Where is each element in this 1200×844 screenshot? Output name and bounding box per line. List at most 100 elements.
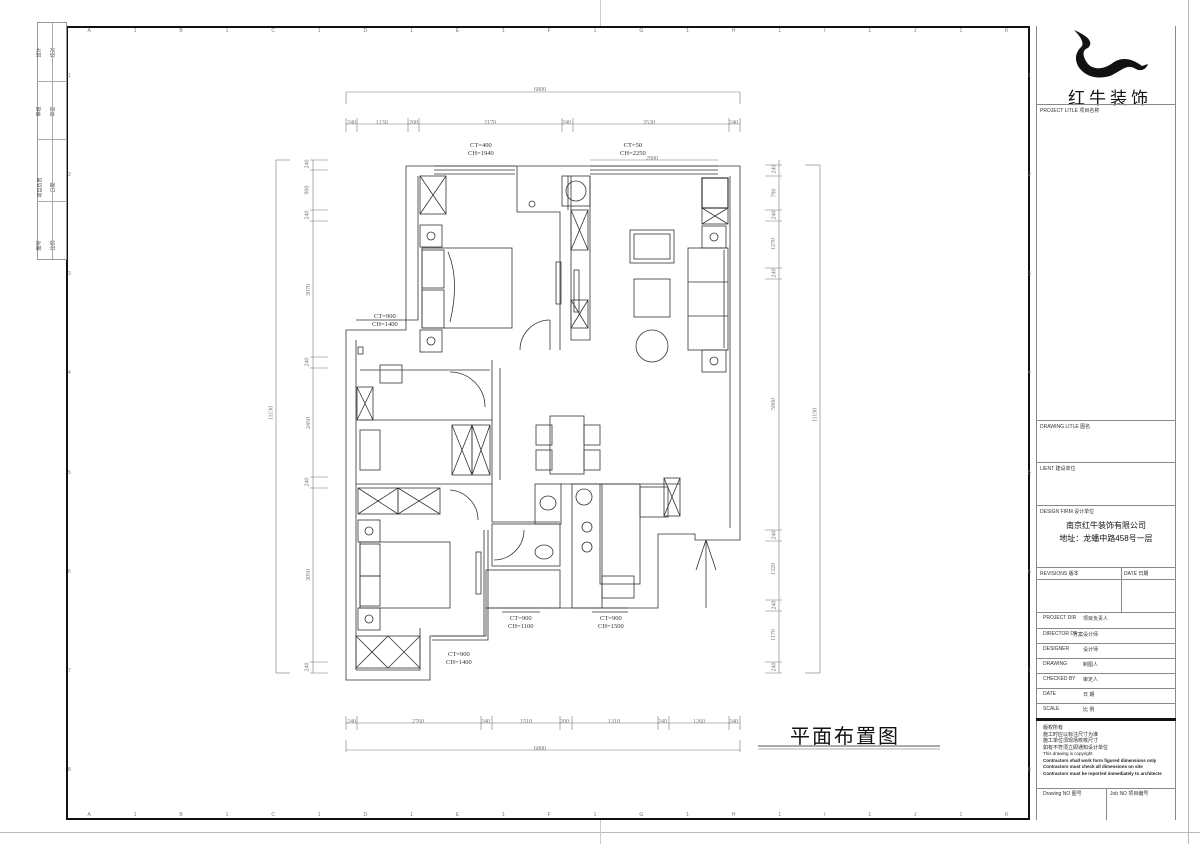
- drawing-label: DRAWING: [1043, 661, 1067, 667]
- window-note-bedroom2: CT=900 CH=1400: [446, 651, 472, 667]
- legal-line: 施工时应以标注尺寸为准: [1043, 731, 1099, 738]
- divider: [1036, 688, 1176, 689]
- grid-label: 2: [68, 171, 71, 178]
- grid-label: 8: [68, 767, 71, 774]
- grid-label: J: [914, 28, 917, 34]
- note-line: CH=2250: [620, 150, 646, 157]
- bull-logo-icon: [1074, 30, 1148, 78]
- dim-label: 1130: [376, 120, 388, 126]
- job-no-label: Job NO 项目编号: [1110, 791, 1149, 797]
- note-line: CH=1400: [446, 659, 472, 666]
- signature-label: 校对: [50, 47, 57, 58]
- grid-label: J: [914, 812, 917, 818]
- dim-label: 240: [729, 120, 738, 126]
- revisions-label: REVISIONS 版本: [1040, 571, 1079, 577]
- date-label: DATE: [1043, 691, 1056, 697]
- sheet-trim-line: [1188, 0, 1189, 844]
- drawing-title-label: DRAWING LITLE 图名: [1040, 424, 1091, 430]
- firm-address: 地址：龙蟠中路458号一层: [1059, 534, 1153, 543]
- legal-notes: 版权所有 施工时应以标注尺寸为准 施工单位须现场校核尺寸 如有不符须立即通知设计…: [1043, 725, 1162, 777]
- dim-label: 240: [304, 159, 311, 169]
- grid-label: 6: [1028, 568, 1031, 575]
- divider: [52, 23, 53, 259]
- grid-label: 1: [959, 28, 963, 34]
- signature-label: 图号: [36, 240, 43, 251]
- legal-line: Contractors shall work form figured dime…: [1043, 757, 1157, 763]
- grid-label: 5: [1028, 469, 1031, 476]
- designer-value: 设计师: [1083, 647, 1099, 653]
- grid-label: 8: [1028, 767, 1031, 774]
- dim-label: 240: [304, 662, 311, 672]
- legal-line: 施工单位须现场校核尺寸: [1043, 738, 1099, 744]
- grid-rows-right: 1 2 3 4 5 6 7 8: [1028, 26, 1031, 820]
- dim-label: 2760: [412, 719, 424, 725]
- dim-label: 1320: [771, 563, 777, 575]
- dim-label: 240: [304, 477, 311, 487]
- designer-label: DESIGNER: [1043, 646, 1070, 652]
- grid-label: G: [639, 812, 644, 818]
- divider: [1036, 673, 1176, 674]
- window-note-bath: CT=900 CH=1100: [508, 615, 533, 631]
- dim-left-total: 11130: [268, 405, 275, 421]
- dim-label: 200: [409, 120, 418, 126]
- divider: [1036, 579, 1176, 580]
- dim-label: 240: [729, 719, 738, 725]
- divider: [1036, 420, 1176, 421]
- dim-label: 240: [771, 530, 778, 540]
- dim-label: 240: [481, 719, 490, 725]
- dim-label: 3070: [306, 284, 312, 296]
- note-line: CT=900: [599, 615, 622, 622]
- note-line: CH=1500: [598, 623, 624, 630]
- grid-label: 1: [686, 812, 689, 818]
- dim-label: 240: [771, 210, 778, 220]
- grid-label: F: [547, 812, 551, 818]
- legal-line: Contractors must check all dimensions on…: [1043, 764, 1143, 769]
- date-label: DATE 日期: [1124, 571, 1149, 577]
- dim-label: 3050: [306, 569, 312, 581]
- dim-label: 3530: [643, 120, 655, 126]
- divider: [1036, 612, 1176, 613]
- window-note-kitchen: CT=900 CH=1500: [598, 615, 624, 631]
- signature-label: 日期: [50, 182, 57, 193]
- grid-label: E: [455, 812, 460, 818]
- grid-label: 1: [868, 28, 872, 34]
- divider: [1036, 643, 1176, 644]
- note-line: CT=900: [447, 651, 470, 658]
- title-block: [1036, 26, 1176, 820]
- grid-label: 1: [225, 28, 229, 34]
- dim-label: 1260: [693, 719, 705, 725]
- grid-label: 1: [225, 812, 229, 818]
- scale-label: SCALE: [1043, 706, 1060, 712]
- logo-text: 红牛装饰: [1068, 89, 1152, 109]
- grid-label: D: [363, 812, 368, 818]
- grid-label: I: [824, 28, 826, 34]
- grid-label: 1: [593, 812, 597, 818]
- signature-label: 设计: [36, 47, 43, 58]
- signature-label: 审核: [36, 106, 43, 117]
- grid-label: 4: [1028, 370, 1031, 377]
- drawing-frame: [66, 26, 1030, 820]
- checked-label: CHECKED BY: [1043, 676, 1076, 682]
- note-line: CH=1100: [508, 623, 534, 630]
- grid-label: G: [639, 28, 644, 34]
- director-value: 方案设计师: [1073, 632, 1099, 638]
- divider: [1036, 628, 1176, 629]
- signature-label: 审定: [50, 106, 57, 117]
- dim-label: 3170: [484, 120, 496, 126]
- dim-label: 240: [771, 268, 778, 278]
- window-note-master: CT=400 CH=1940: [468, 142, 494, 158]
- grid-label: C: [271, 28, 275, 34]
- dim-right-total: 11130: [812, 407, 819, 423]
- grid-label: D: [363, 28, 368, 34]
- dim-label: 240: [304, 357, 311, 367]
- dim-label: 240: [347, 120, 356, 126]
- grid-label: 7: [1028, 668, 1031, 675]
- grid-label: 1: [502, 28, 505, 34]
- checked-value: 审定人: [1083, 677, 1099, 683]
- company-logo: 红牛装饰: [1036, 26, 1176, 109]
- grid-label: 1: [133, 28, 137, 34]
- grid-label: 1: [502, 812, 505, 818]
- dim-label: 240: [347, 719, 356, 725]
- dim-label: 900: [304, 185, 311, 195]
- director-label: DIRECTOR DE: [1043, 631, 1078, 637]
